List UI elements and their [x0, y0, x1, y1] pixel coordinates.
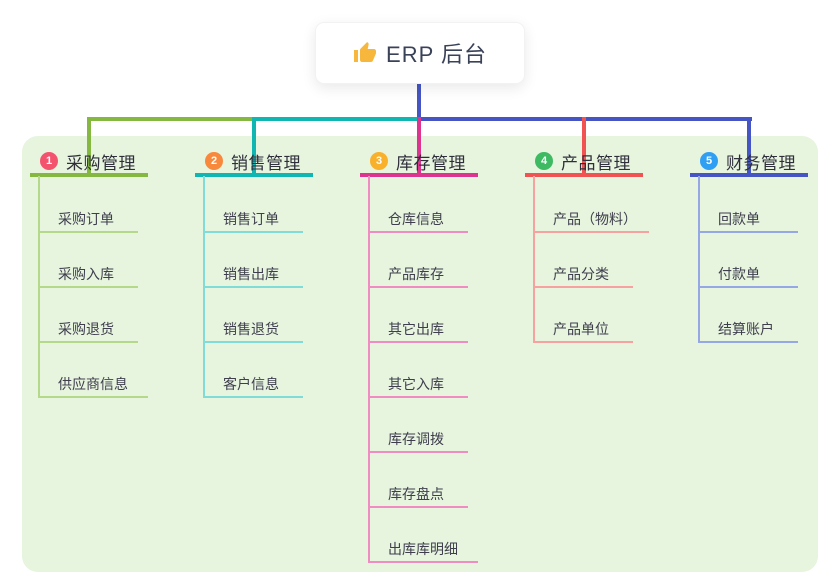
branch-2-item-underline — [203, 286, 303, 288]
branch-2-underline — [195, 173, 313, 177]
branch-2-item-underline — [203, 396, 303, 398]
branch-1-drop-connector — [87, 117, 91, 176]
branch-5-drop-connector — [747, 117, 751, 176]
branch-5-subtree-line — [698, 176, 700, 343]
branch-3-item-label[interactable]: 仓库信息 — [388, 211, 444, 227]
branch-2-item-underline — [203, 231, 303, 233]
branch-4-title: 产品管理 — [561, 153, 631, 173]
branch-4-item-underline — [533, 231, 649, 233]
branch-2-item-label[interactable]: 销售退货 — [223, 321, 279, 337]
branch-5-header[interactable]: 5 财务管理 — [700, 148, 796, 174]
thumbs-up-icon-svg — [354, 42, 377, 62]
branch-4-item-underline — [533, 286, 633, 288]
branch-1-title: 采购管理 — [66, 153, 136, 173]
branch-2-item-label[interactable]: 客户信息 — [223, 376, 279, 392]
branch-3-drop-connector — [417, 117, 421, 176]
branch-2-item-label[interactable]: 销售出库 — [223, 266, 279, 282]
branch-4-subtree-line — [533, 176, 535, 343]
branch-1-item-label[interactable]: 采购退货 — [58, 321, 114, 337]
branch-3-item-label[interactable]: 库存盘点 — [388, 486, 444, 502]
branch-1-badge: 1 — [40, 152, 58, 170]
branch-3-underline — [360, 173, 478, 177]
root-node[interactable]: ERP 后台 — [315, 22, 525, 84]
branch-3-item-underline — [368, 341, 468, 343]
branch-3-badge-number: 3 — [375, 155, 383, 167]
branch-1-item-label[interactable]: 采购入库 — [58, 266, 114, 282]
branch-3-header[interactable]: 3 库存管理 — [370, 148, 466, 174]
branch-5-item-underline — [698, 286, 798, 288]
root-stem-connector — [417, 82, 421, 117]
branch-5-underline — [690, 173, 808, 177]
branch-4-item-label[interactable]: 产品（物料） — [553, 211, 637, 227]
thumbs-up-icon — [353, 41, 377, 65]
branch-3-item-underline — [368, 561, 478, 563]
branch-3-item-label[interactable]: 出库库明细 — [388, 541, 458, 557]
branch-5-item-label[interactable]: 回款单 — [718, 211, 760, 227]
branch-1-item-underline — [38, 286, 138, 288]
branch-3-badge: 3 — [370, 152, 388, 170]
branch-3-title: 库存管理 — [396, 153, 466, 173]
branch-5-badge: 5 — [700, 152, 718, 170]
branch-5-title: 财务管理 — [726, 153, 796, 173]
branch-3-item-label[interactable]: 其它入库 — [388, 376, 444, 392]
branch-3-subtree-line — [368, 176, 370, 563]
branch-3-item-label[interactable]: 库存调拨 — [388, 431, 444, 447]
branch-3-item-label[interactable]: 其它出库 — [388, 321, 444, 337]
branch-4-header[interactable]: 4 产品管理 — [535, 148, 631, 174]
branch-4-item-label[interactable]: 产品单位 — [553, 321, 609, 337]
branch-4-badge-number: 4 — [540, 155, 548, 167]
branch-3-item-label[interactable]: 产品库存 — [388, 266, 444, 282]
branch-1-badge-number: 1 — [45, 155, 53, 167]
thumbs-up-path — [354, 42, 377, 62]
branch-1-item-label[interactable]: 采购订单 — [58, 211, 114, 227]
branch-1-item-underline — [38, 396, 148, 398]
branch-3-item-underline — [368, 506, 468, 508]
branch-2-item-label[interactable]: 销售订单 — [223, 211, 279, 227]
root-title: ERP 后台 — [386, 42, 487, 67]
branch-5-badge-number: 5 — [705, 155, 713, 167]
branches-panel — [22, 136, 818, 572]
branch-4-drop-connector — [582, 117, 586, 176]
branch-2-title: 销售管理 — [231, 153, 301, 173]
branch-5-item-underline — [698, 231, 798, 233]
branch-4-item-label[interactable]: 产品分类 — [553, 266, 609, 282]
branch-1-item-label[interactable]: 供应商信息 — [58, 376, 128, 392]
branch-4-badge: 4 — [535, 152, 553, 170]
branch-1-item-underline — [38, 231, 138, 233]
branch-1-header[interactable]: 1 采购管理 — [40, 148, 136, 174]
branch-2-badge: 2 — [205, 152, 223, 170]
branch-5-item-label[interactable]: 结算账户 — [718, 321, 774, 337]
branch-2-badge-number: 2 — [210, 155, 218, 167]
branch-2-drop-connector — [252, 117, 256, 176]
branch-3-item-underline — [368, 451, 468, 453]
rail-left-green-segment — [87, 117, 257, 121]
branch-1-item-underline — [38, 341, 138, 343]
branch-3-item-underline — [368, 396, 468, 398]
branch-2-header[interactable]: 2 销售管理 — [205, 148, 301, 174]
branch-2-item-underline — [203, 341, 303, 343]
branch-4-item-underline — [533, 341, 633, 343]
branch-1-underline — [30, 173, 148, 177]
branch-5-item-label[interactable]: 付款单 — [718, 266, 760, 282]
rail-mid-teal-segment — [253, 117, 423, 121]
branch-5-item-underline — [698, 341, 798, 343]
branch-3-item-underline — [368, 231, 468, 233]
branch-3-item-underline — [368, 286, 468, 288]
branch-4-underline — [525, 173, 643, 177]
